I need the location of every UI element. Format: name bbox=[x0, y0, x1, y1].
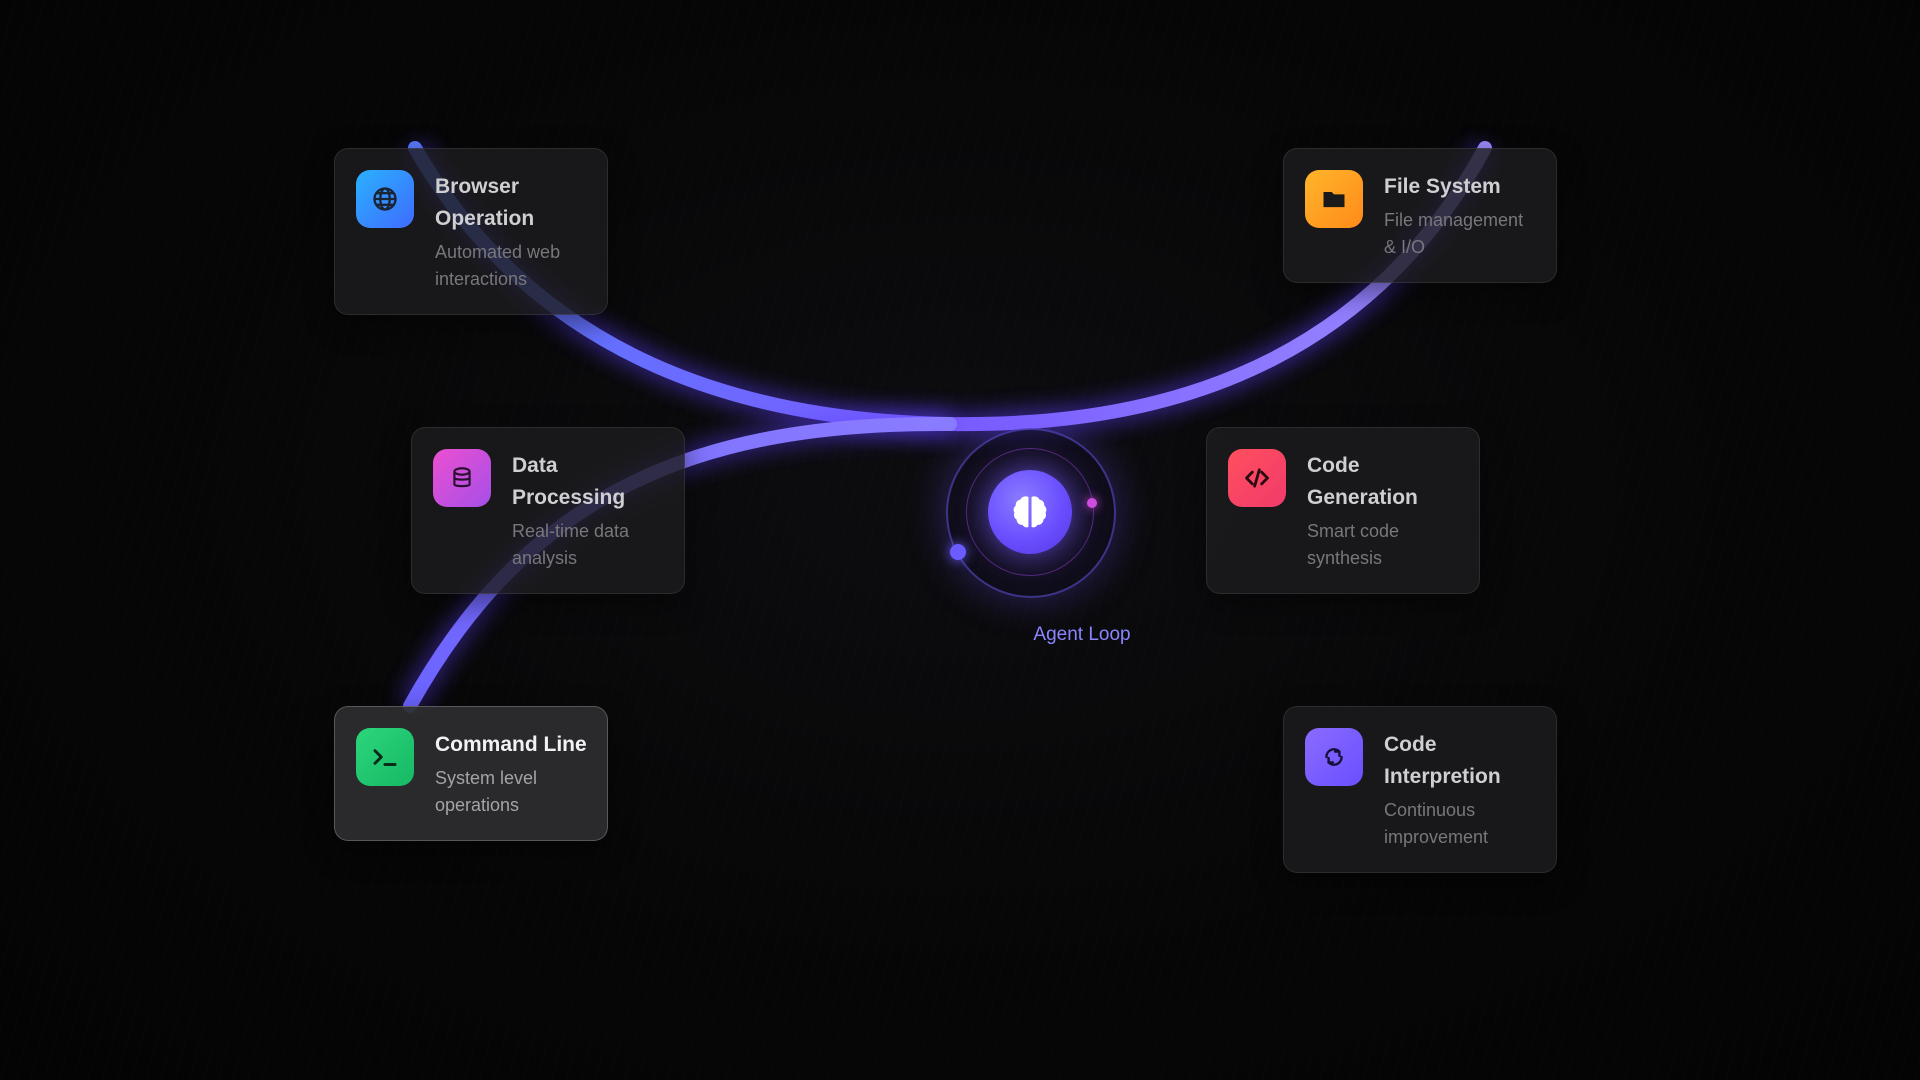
refresh-icon bbox=[1305, 728, 1363, 786]
card-title: Data Processing bbox=[512, 454, 626, 509]
card-data-processing[interactable]: Data Processing Real-time data analysis bbox=[411, 427, 685, 594]
orbit-dot-large bbox=[950, 544, 966, 560]
card-description: Smart code synthesis bbox=[1307, 521, 1400, 568]
globe-icon bbox=[356, 170, 414, 228]
terminal-icon bbox=[356, 728, 414, 786]
card-title: File System bbox=[1384, 175, 1501, 198]
hub-label: Agent Loop bbox=[1033, 624, 1131, 645]
card-title: Code Generation bbox=[1307, 454, 1418, 509]
card-description: Continuous improvement bbox=[1384, 800, 1489, 847]
card-code-generation[interactable]: Code Generation Smart code synthesis bbox=[1206, 427, 1480, 594]
card-title: Command Line bbox=[435, 733, 587, 756]
database-icon bbox=[433, 449, 491, 507]
orbit-dot-small bbox=[1087, 498, 1097, 508]
code-icon bbox=[1228, 449, 1286, 507]
agent-loop-hub[interactable] bbox=[946, 428, 1116, 598]
card-browser-operation[interactable]: Browser Operation Automated web interact… bbox=[334, 148, 608, 315]
card-command-line[interactable]: Command Line System level operations bbox=[334, 706, 608, 841]
card-title: Browser Operation bbox=[435, 175, 535, 230]
card-description: File management & I/O bbox=[1384, 210, 1524, 257]
card-code-interpretion[interactable]: Code Interpretion Continuous improvement bbox=[1283, 706, 1557, 873]
hub-inner-ring bbox=[966, 448, 1094, 576]
card-title: Code Interpretion bbox=[1384, 733, 1501, 788]
brain-icon bbox=[988, 470, 1072, 554]
card-file-system[interactable]: File System File management & I/O bbox=[1283, 148, 1557, 283]
folder-icon bbox=[1305, 170, 1363, 228]
card-description: Real-time data analysis bbox=[512, 521, 630, 568]
card-description: Automated web interactions bbox=[435, 242, 561, 289]
card-description: System level operations bbox=[435, 768, 538, 815]
